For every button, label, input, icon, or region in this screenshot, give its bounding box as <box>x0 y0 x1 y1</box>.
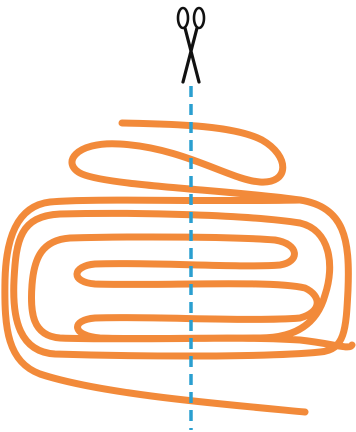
rope-outer-loop <box>5 200 305 412</box>
scissors-icon <box>178 8 204 82</box>
coiled-rope <box>14 123 352 356</box>
